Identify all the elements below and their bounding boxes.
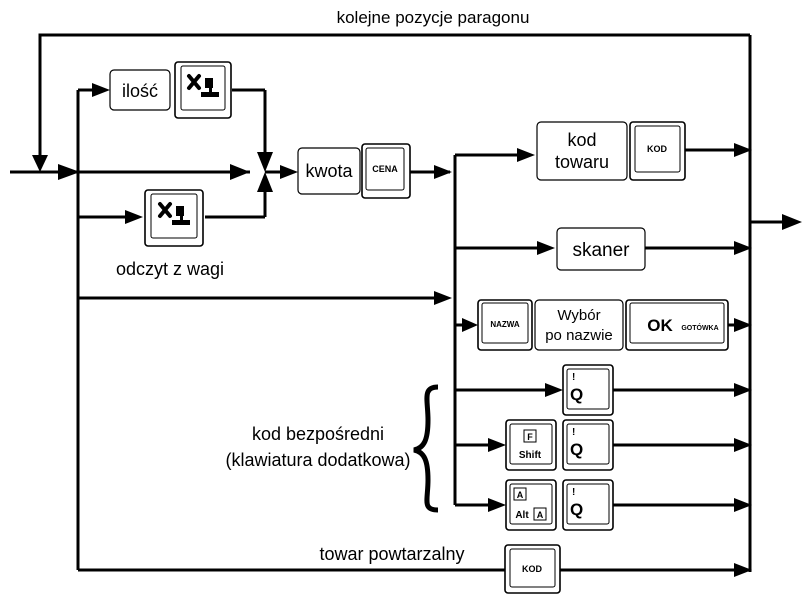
kod-key-bottom-label: KOD: [522, 564, 543, 574]
kod-key-bottom: KOD: [504, 544, 561, 594]
q-key-3-top: !: [572, 487, 575, 498]
skaner-label: skaner: [572, 240, 630, 261]
kwota-label: kwota: [305, 161, 353, 181]
nazwa-key-label: NAZWA: [490, 320, 520, 329]
shift-key: F Shift: [505, 419, 557, 471]
kod-towaru-box: kod towaru: [536, 121, 628, 181]
arrowheads: [32, 83, 802, 577]
wybor-line2: po nazwie: [545, 327, 613, 344]
scale-key-bottom: [144, 189, 204, 247]
kod-towaru-line1: kod: [567, 130, 596, 150]
wybor-box: Wybór po nazwie: [534, 299, 624, 351]
connector-lines: [10, 33, 790, 572]
gotowka-key-label: GOTÓWKA: [681, 323, 718, 332]
ilosc-label: ilość: [122, 81, 158, 101]
kwota-box: kwota: [297, 147, 361, 195]
cena-key: CENA: [361, 143, 411, 199]
top-loop-label: kolejne pozycje paragonu: [337, 8, 530, 27]
shift-key-label: Shift: [519, 450, 542, 461]
q-key-2-label: Q: [570, 440, 583, 459]
alt-key-label: Alt: [515, 510, 529, 521]
kod-key-label: KOD: [647, 144, 668, 154]
q-key-1-top: !: [572, 372, 575, 383]
kod-bezposredni-line2: (klawiatura dodatkowa): [225, 450, 410, 470]
shift-key-top: F: [527, 432, 533, 442]
alt-key-char-bottom: A: [537, 510, 544, 520]
q-key-2-top: !: [572, 427, 575, 438]
q-key-1: ! Q: [562, 364, 614, 416]
kod-bezposredni-line1: kod bezpośredni: [252, 424, 384, 444]
q-key-1-label: Q: [570, 385, 583, 404]
towar-powtarzalny-label: towar powtarzalny: [319, 544, 464, 564]
curly-brace: [413, 384, 439, 513]
q-key-3: ! Q: [562, 479, 614, 531]
ok-key-label: OK: [647, 316, 673, 335]
ok-gotowka-key: OK GOTÓWKA: [625, 299, 729, 351]
q-key-3-label: Q: [570, 500, 583, 519]
alt-key: A Alt A: [505, 479, 557, 531]
odczyt-label: odczyt z wagi: [116, 259, 224, 279]
ilosc-box: ilość: [109, 69, 171, 111]
scale-key-top: [174, 61, 232, 119]
cena-key-label: CENA: [372, 164, 398, 174]
alt-key-char-top: A: [517, 490, 524, 500]
kod-towaru-line2: towaru: [555, 152, 609, 172]
skaner-box: skaner: [556, 227, 646, 271]
q-key-2: ! Q: [562, 419, 614, 471]
kod-key: KOD: [629, 121, 686, 181]
wybor-line1: Wybór: [557, 307, 600, 324]
nazwa-key: NAZWA: [477, 299, 533, 351]
